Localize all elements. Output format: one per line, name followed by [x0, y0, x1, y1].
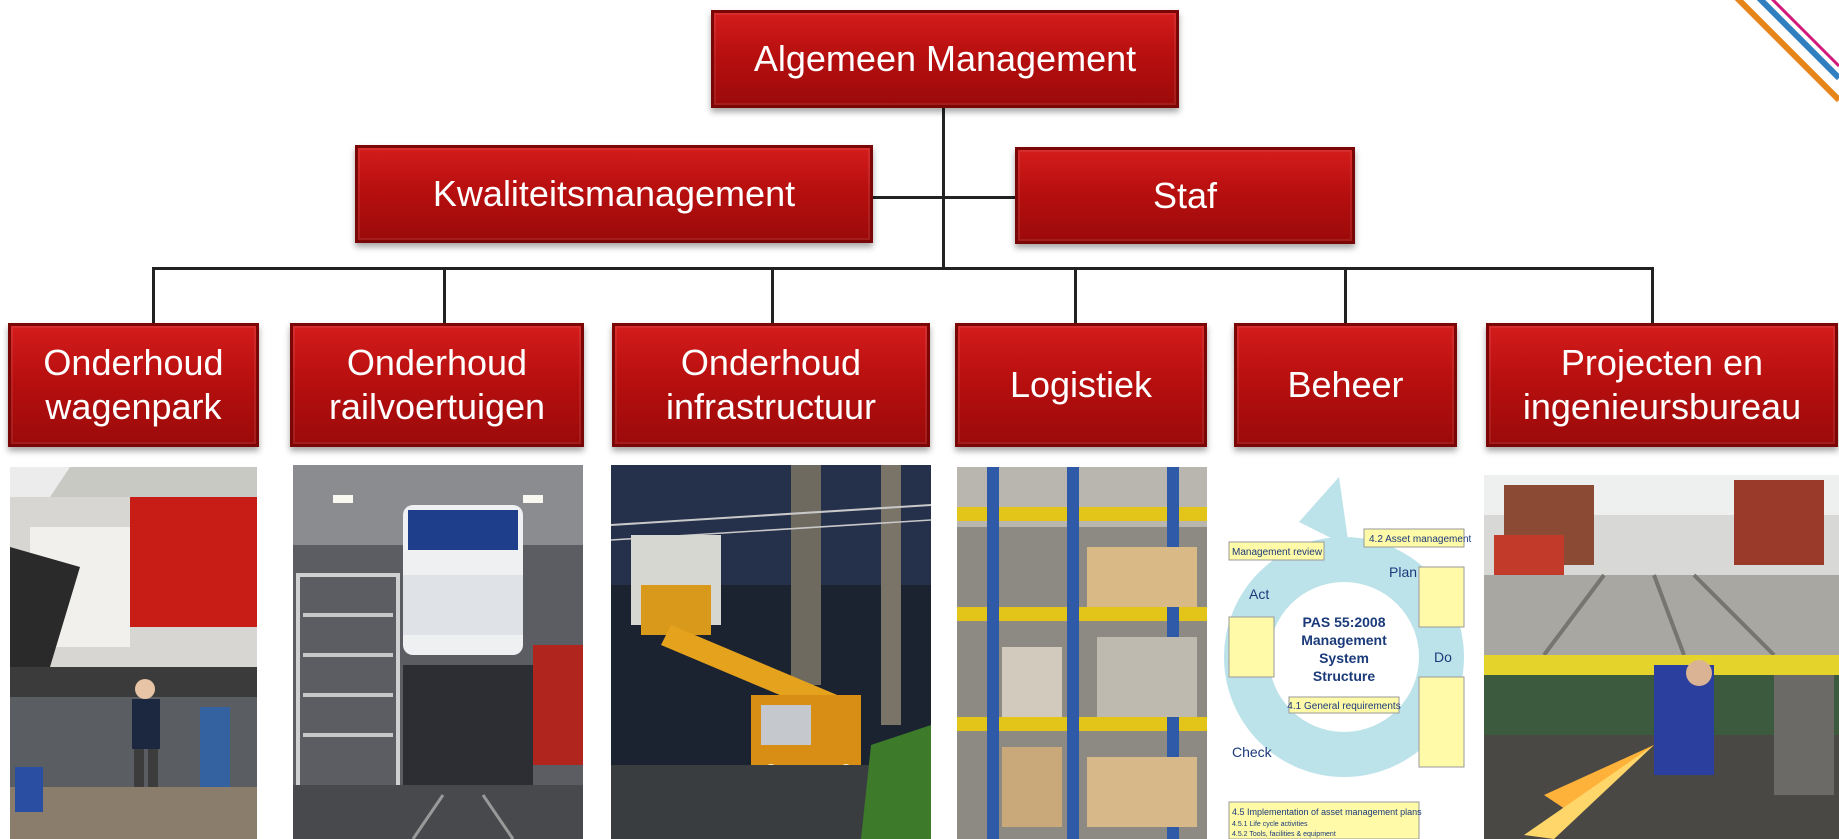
bus-workshop-photo	[10, 467, 257, 839]
connector-departments-horizontal	[152, 267, 1654, 270]
box-algemeen-management: Algemeen Management	[711, 10, 1179, 108]
connector-drop-4	[1074, 267, 1077, 325]
box-onderhoud-wagenpark: Onderhoud wagenpark	[8, 323, 259, 447]
connector-drop-5	[1344, 267, 1347, 325]
connector-drop-2	[443, 267, 446, 325]
pas55-act: Act	[1249, 586, 1269, 602]
box-projecten-en-ingenieursbureau: Projecten en ingenieursbureau	[1486, 323, 1838, 447]
pas55-general: 4.1 General requirements	[1287, 701, 1400, 712]
box-label: Onderhoud wagenpark	[43, 342, 224, 427]
connector-drop-3	[771, 267, 774, 325]
pas55-asset-mgmt: 4.2 Asset management	[1369, 534, 1472, 545]
box-staf: Staf	[1015, 147, 1355, 244]
pas55-title-4: Structure	[1313, 668, 1375, 684]
box-label: Algemeen Management	[753, 38, 1137, 79]
box-beheer: Beheer	[1234, 323, 1457, 447]
pas55-mgmt-review: Management review	[1232, 547, 1323, 558]
pas55-plan: Plan	[1389, 564, 1417, 580]
pas55-title-3: System	[1319, 650, 1369, 666]
box-label: Logistiek	[1009, 364, 1153, 405]
pas55-title-2: Management	[1301, 632, 1387, 648]
box-label: Staf	[1152, 174, 1218, 216]
box-label: Onderhoud infrastructuur	[665, 342, 877, 427]
box-label: Onderhoud railvoertuigen	[328, 342, 546, 427]
pas55-check: Check	[1232, 744, 1273, 760]
connector-drop-6	[1651, 267, 1654, 325]
pas55-impl-sub2: 4.5.2 Tools, facilities & equipment	[1232, 831, 1336, 838]
box-label: Beheer	[1287, 364, 1404, 405]
tram-workshop-photo	[293, 465, 583, 839]
box-label: Kwaliteitsmanagement	[432, 173, 796, 214]
connector-support-horizontal	[872, 196, 1016, 199]
box-onderhoud-infrastructuur: Onderhoud infrastructuur	[612, 323, 930, 447]
box-logistiek: Logistiek	[955, 323, 1207, 447]
box-label: Projecten en ingenieursbureau	[1522, 342, 1802, 427]
overhead-line-truck-photo	[610, 465, 932, 839]
pas55-impl: 4.5 Implementation of asset management p…	[1232, 807, 1422, 817]
warehouse-racks-photo	[957, 467, 1207, 839]
pas55-impl-sub: 4.5.1 Life cycle activities	[1232, 821, 1308, 828]
box-onderhoud-railvoertuigen: Onderhoud railvoertuigen	[290, 323, 584, 447]
pas55-title-1: PAS 55:2008	[1302, 614, 1385, 630]
track-construction-photo	[1484, 475, 1839, 839]
pas55-do: Do	[1434, 649, 1452, 665]
connector-drop-1	[152, 267, 155, 325]
pas55-diagram: Management review 4.2 Asset management A…	[1224, 467, 1472, 839]
corner-stripes-decoration	[1734, 0, 1839, 103]
box-kwaliteitsmanagement: Kwaliteitsmanagement	[355, 145, 873, 243]
connector-top-vertical	[942, 108, 945, 270]
